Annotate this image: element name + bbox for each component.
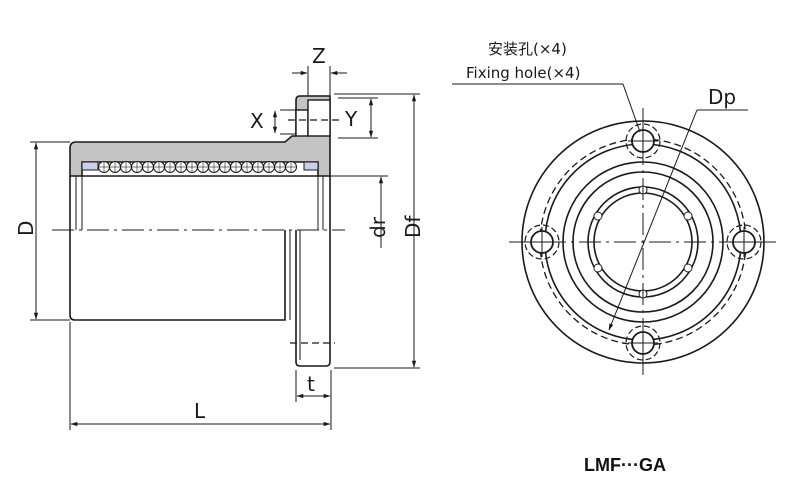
ball-row — [98, 161, 297, 173]
label-Dp: Dp — [708, 85, 736, 109]
retainer-mark — [683, 263, 693, 273]
label-Df: Df — [401, 215, 425, 238]
fixing-hole-leader — [622, 83, 641, 133]
fixing-hole-counterbore — [295, 109, 309, 137]
front-view: Dp 安装孔(×4) Fixing hole(×4) — [452, 40, 778, 376]
label-L: L — [194, 399, 206, 423]
label-Y: Y — [344, 107, 358, 131]
fixing-hole-counterbore — [625, 123, 661, 159]
label-t: t — [307, 372, 315, 396]
label-X: X — [250, 109, 264, 133]
model-label: LMF···GA — [584, 455, 666, 475]
fixing-hole-counterbore — [625, 325, 661, 361]
retainer-mark — [683, 211, 693, 221]
fixing-hole-label-en: Fixing hole(×4) — [466, 64, 580, 82]
flange-lower — [295, 230, 331, 367]
retainer-right — [303, 161, 319, 171]
retainer-mark — [593, 263, 603, 273]
label-D: D — [14, 221, 38, 236]
side-view: D Z X Y Df dr t L — [14, 44, 425, 430]
fixing-hole-label-cn: 安装孔(×4) — [488, 40, 567, 58]
fixing-hole-section — [307, 99, 331, 137]
retainer-left — [81, 161, 99, 171]
label-Z: Z — [312, 44, 326, 68]
sleeve-outline — [69, 230, 286, 321]
retainer-mark — [593, 211, 603, 221]
housing-section — [69, 95, 331, 177]
dimension-Dp-leader — [608, 109, 698, 331]
label-dr: dr — [366, 216, 390, 238]
